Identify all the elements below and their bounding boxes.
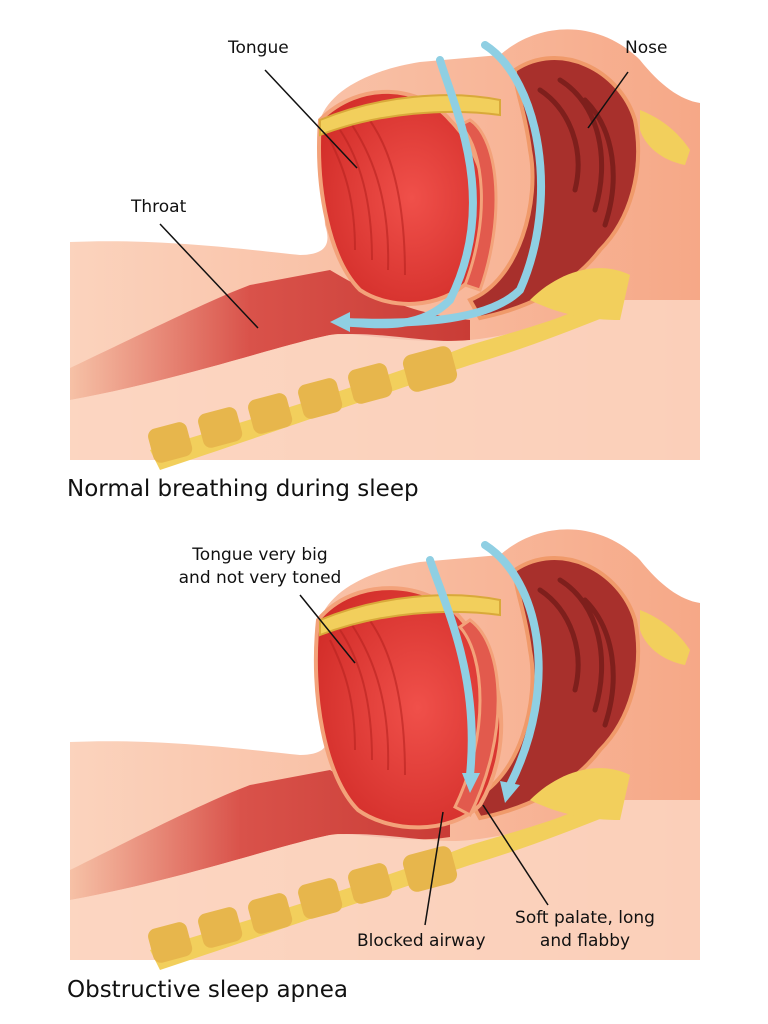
soft-palate-leader-line — [482, 804, 549, 906]
tongue-muscle-lines — [329, 117, 406, 276]
normal-breathing-caption: Normal breathing during sleep — [67, 476, 419, 502]
airflow-mouth-arrowhead — [462, 773, 480, 793]
airflow-nose-arrow — [481, 541, 543, 789]
nasal-turbinates — [537, 77, 616, 228]
soft-palate-label-line2: and flabby — [539, 931, 631, 951]
airflow-mouth-arrow — [426, 556, 476, 779]
nasal-turbinates — [537, 577, 616, 728]
soft-palate — [453, 618, 500, 818]
tongue-label-line2: and not very toned — [178, 568, 342, 588]
nose-label: Nose — [625, 38, 668, 58]
soft-palate-label-line1: Soft palate, long — [515, 908, 655, 928]
cervical-spine — [148, 800, 610, 970]
jaw-bone — [530, 268, 630, 320]
sleep-apnea-panel: Tongue very big and not very toned Soft … — [0, 515, 768, 1003]
airflow-nose-arrow — [341, 41, 546, 327]
jaw-bone — [530, 768, 630, 820]
throat — [70, 270, 470, 400]
nasal-bone — [640, 110, 690, 165]
normal-breathing-panel: Tongue Nose Throat Normal breathing duri… — [0, 0, 768, 502]
airway-leader-line — [424, 811, 444, 926]
sleep-apnea-caption: Obstructive sleep apnea — [67, 977, 348, 1003]
nasal-bone — [640, 610, 690, 665]
tongue-leader-line — [264, 69, 358, 169]
normal-breathing-illustration — [70, 29, 700, 470]
blocked-airway-label: Blocked airway — [357, 931, 486, 951]
tongue-muscle-lines — [329, 617, 406, 776]
throat-label: Throat — [131, 197, 187, 217]
sleep-apnea-illustration — [70, 529, 700, 970]
soft-palate — [457, 118, 498, 292]
airflow-arrowhead — [330, 312, 350, 332]
tongue-leader-line — [299, 594, 356, 664]
nose-leader-line — [587, 71, 629, 129]
enlarged-tongue — [313, 586, 504, 830]
tongue-label: Tongue — [228, 38, 289, 58]
throat-leader-line — [159, 223, 259, 329]
hard-palate — [319, 594, 501, 637]
airflow-nose-arrowhead — [500, 781, 520, 803]
tongue-label-line1: Tongue very big — [192, 545, 328, 565]
cervical-spine — [148, 300, 610, 470]
